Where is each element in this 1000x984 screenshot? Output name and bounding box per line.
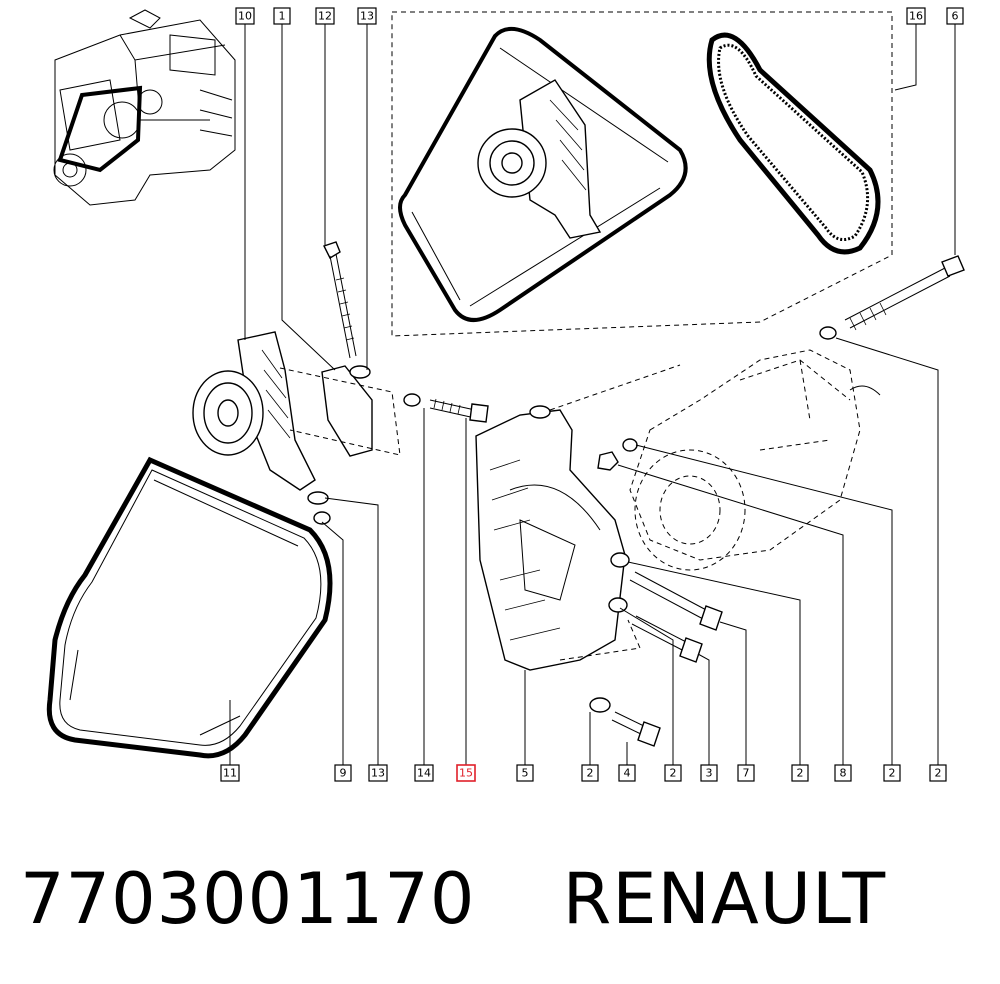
- svg-text:10: 10: [238, 10, 252, 23]
- washer: [403, 393, 421, 407]
- callout-11: 11: [220, 764, 240, 782]
- callout-14: 14: [414, 764, 434, 782]
- svg-text:7: 7: [743, 767, 750, 780]
- svg-text:2: 2: [587, 767, 594, 780]
- washer: [610, 552, 630, 568]
- brand-name: RENAULT: [562, 858, 887, 940]
- washer: [589, 697, 611, 713]
- bolt-15: [429, 398, 489, 423]
- callout-13: 13: [357, 7, 377, 25]
- nut: [597, 451, 619, 471]
- engine-overview-illustration: [53, 9, 236, 206]
- svg-text:2: 2: [889, 767, 896, 780]
- svg-text:2: 2: [935, 767, 942, 780]
- svg-text:12: 12: [318, 10, 332, 23]
- callout-10: 10: [235, 7, 255, 25]
- callout-2: 2: [883, 764, 901, 782]
- svg-text:5: 5: [522, 767, 529, 780]
- svg-text:13: 13: [371, 767, 385, 780]
- bolt-7: [629, 571, 723, 631]
- svg-text:13: 13: [360, 10, 374, 23]
- svg-text:6: 6: [952, 10, 959, 23]
- callout-2: 2: [929, 764, 947, 782]
- callout-4: 4: [618, 764, 636, 782]
- callout-8: 8: [834, 764, 852, 782]
- callout-13-lower: 13: [368, 764, 388, 782]
- callout-15-highlighted: 15: [456, 764, 476, 782]
- ac-compressor: [629, 349, 881, 571]
- callout-5: 5: [516, 764, 534, 782]
- washer: [622, 438, 638, 452]
- tensioner-pulley-detail: [398, 27, 688, 322]
- long-bolt: [323, 241, 371, 379]
- part-number: 7703001170: [20, 858, 476, 940]
- callout-1: 1: [273, 7, 291, 25]
- callout-16: 16: [906, 7, 926, 25]
- svg-text:14: 14: [417, 767, 431, 780]
- callout-3: 3: [700, 764, 718, 782]
- long-bolt-6: [819, 255, 965, 340]
- svg-text:8: 8: [840, 767, 847, 780]
- svg-text:3: 3: [706, 767, 713, 780]
- callout-2: 2: [791, 764, 809, 782]
- svg-text:16: 16: [909, 10, 923, 23]
- callout-2: 2: [581, 764, 599, 782]
- svg-text:11: 11: [223, 767, 237, 780]
- callout-9: 9: [334, 764, 352, 782]
- svg-text:9: 9: [340, 767, 347, 780]
- callout-2: 2: [664, 764, 682, 782]
- exploded-group-boundary: [391, 11, 893, 337]
- svg-text:2: 2: [670, 767, 677, 780]
- bolt-3: [631, 615, 703, 663]
- svg-text:2: 2: [797, 767, 804, 780]
- toothed-belt: [706, 32, 881, 255]
- tensioner-assembly: [192, 331, 401, 525]
- svg-text:1: 1: [279, 10, 286, 23]
- callout-12: 12: [315, 7, 335, 25]
- leader-lines: [229, 24, 956, 765]
- callout-7: 7: [737, 764, 755, 782]
- accessory-drive-belt: [46, 456, 333, 759]
- callout-6: 6: [946, 7, 964, 25]
- compressor-bracket: [475, 364, 681, 671]
- callouts: 10 1 12 13 16 6 11 9 13 14 15 5 2 4 2 3 …: [220, 7, 964, 782]
- washer: [608, 597, 628, 613]
- svg-text:15: 15: [459, 767, 473, 780]
- part-caption: 7703001170 RENAULT: [20, 858, 886, 948]
- bolt-4: [611, 711, 661, 747]
- svg-text:4: 4: [624, 767, 631, 780]
